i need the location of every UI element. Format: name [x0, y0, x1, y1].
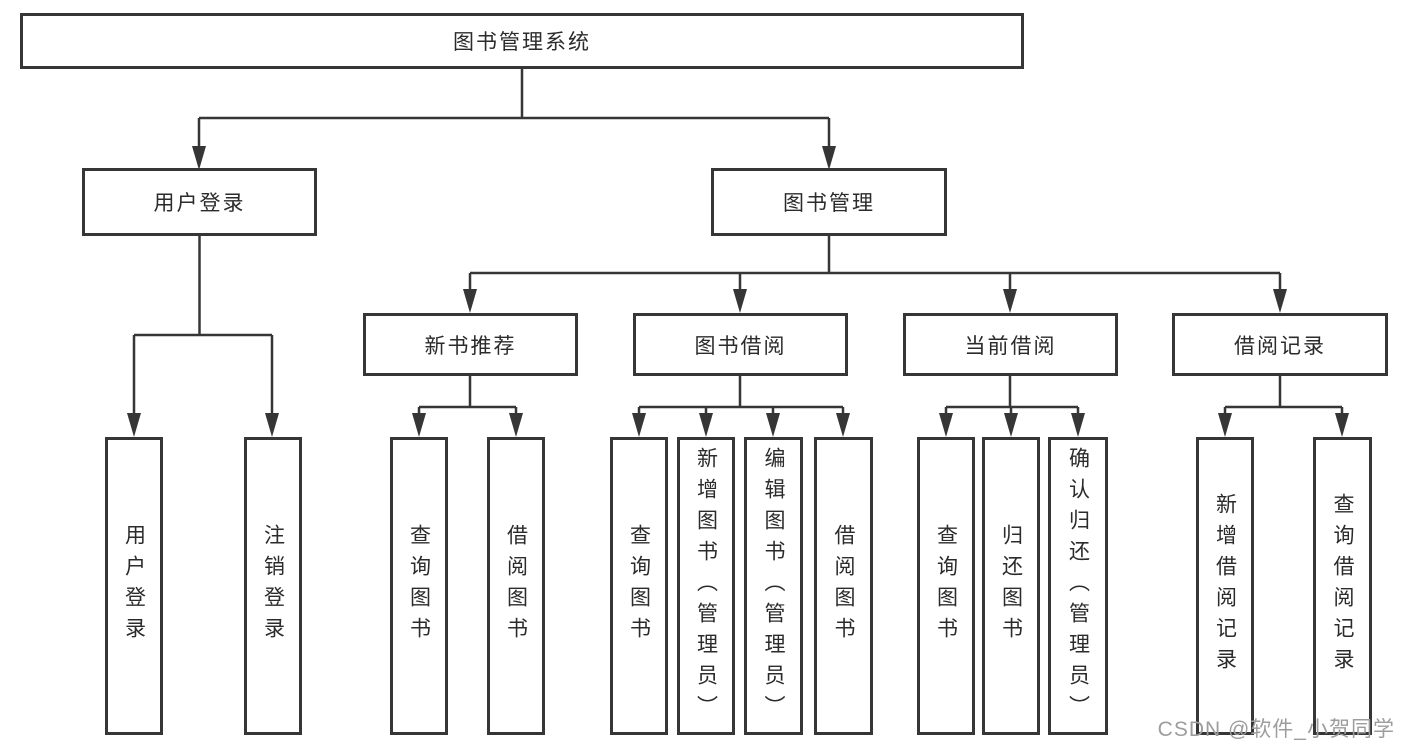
node-label: 用户登录 [153, 192, 246, 215]
node-new-book-recommendation: 新书推荐 [363, 313, 578, 376]
node-label: 图书管理系统 [453, 31, 591, 54]
leaf-borrow-query-books: 查询图书 [610, 437, 668, 735]
leaf-label: 查询图书 [934, 524, 958, 648]
leaf-label: 借阅图书 [832, 524, 855, 648]
node-label: 图书管理 [783, 192, 875, 215]
leaf-add-borrow-record: 新增借阅记录 [1196, 437, 1254, 735]
node-current-borrowing: 当前借阅 [903, 313, 1118, 376]
leaf-label: 编辑图书（管理员） [762, 446, 785, 726]
leaf-current-query-books: 查询图书 [917, 437, 975, 735]
node-label: 新书推荐 [424, 334, 517, 358]
node-library-management-system: 图书管理系统 [20, 13, 1024, 69]
leaf-label: 用户登录 [122, 524, 146, 648]
leaf-label: 查询图书 [627, 524, 651, 648]
node-book-borrowing: 图书借阅 [633, 313, 848, 376]
leaf-return-books: 归还图书 [982, 437, 1040, 735]
leaf-add-books-admin: 新增图书（管理员） [677, 437, 735, 735]
leaf-logout: 注销登录 [244, 437, 302, 735]
node-label: 当前借阅 [964, 334, 1057, 358]
leaf-query-borrow-record: 查询借阅记录 [1313, 437, 1372, 735]
node-user-login: 用户登录 [82, 168, 317, 236]
leaf-label: 新增借阅记录 [1213, 493, 1237, 679]
leaf-label: 确认归还（管理员） [1066, 446, 1090, 726]
leaf-label: 新增图书（管理员） [694, 446, 718, 726]
leaf-borrow-books: 借阅图书 [814, 437, 873, 735]
leaf-label: 归还图书 [999, 524, 1023, 648]
node-borrowing-records: 借阅记录 [1172, 313, 1388, 376]
leaf-label: 查询借阅记录 [1331, 493, 1354, 679]
leaf-confirm-return-admin: 确认归还（管理员） [1048, 437, 1108, 735]
leaf-user-login: 用户登录 [105, 437, 163, 735]
node-label: 借阅记录 [1234, 334, 1326, 358]
leaf-recommend-borrow-books: 借阅图书 [487, 437, 545, 735]
leaf-recommend-query-books: 查询图书 [390, 437, 448, 735]
node-label: 图书借阅 [694, 334, 787, 358]
leaf-label: 借阅图书 [504, 524, 528, 648]
leaf-label: 注销登录 [261, 524, 285, 648]
arrowheads [127, 146, 1349, 437]
node-book-management: 图书管理 [711, 168, 947, 236]
leaf-label: 查询图书 [407, 524, 431, 648]
leaf-edit-books-admin: 编辑图书（管理员） [744, 437, 803, 735]
